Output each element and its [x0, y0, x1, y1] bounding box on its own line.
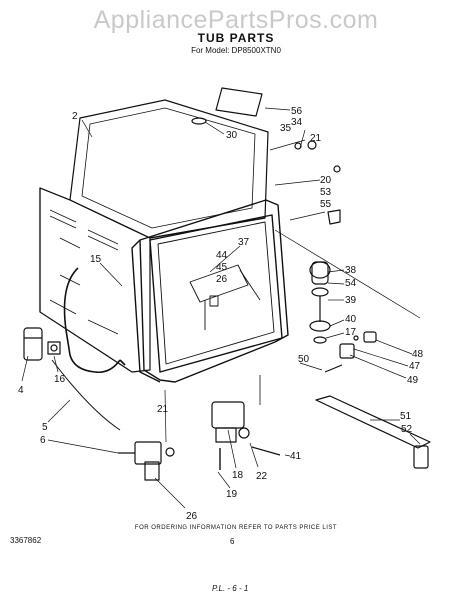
callout-label: 44: [216, 250, 228, 261]
wash-arm-stack: [309, 261, 331, 344]
callout-label: 22: [256, 471, 268, 482]
water-valve-assembly: [118, 441, 175, 481]
right-fittings: [324, 331, 377, 373]
callout-label: 16: [54, 374, 66, 385]
watermark: AppliancePartsPros.com: [93, 6, 379, 34]
callout-label: 26: [216, 274, 228, 285]
callout-label: 2: [72, 111, 78, 122]
callout-label: 37: [238, 237, 250, 248]
model-subtitle: For Model: DP8500XTN0: [191, 46, 281, 55]
callout-label: 54: [345, 278, 357, 289]
callout-label: 35: [280, 123, 292, 134]
mounting-rail: [315, 395, 431, 469]
top-hardware: [191, 87, 341, 225]
callout-label: 21: [157, 404, 169, 415]
callout-label: 26: [186, 511, 198, 522]
callout-label: 17: [345, 327, 357, 338]
callout-label: 21: [310, 133, 322, 144]
callout-label: 40: [345, 314, 357, 325]
callout-label: 5: [42, 422, 48, 433]
diagram-title: TUB PARTS: [197, 31, 275, 45]
callout-label: 50: [298, 354, 310, 365]
tub-outline: [39, 99, 269, 373]
pump-assembly: [211, 401, 281, 456]
valve-bracket: [23, 327, 61, 361]
callout-label: 53: [320, 187, 332, 198]
inner-spray-parts: [189, 264, 261, 330]
document-code: 3367862: [10, 536, 42, 545]
callout-label: 30: [226, 130, 238, 141]
callout-label: 39: [345, 295, 357, 306]
callout-label: 47: [409, 361, 421, 372]
callout-label: 52: [401, 424, 413, 435]
callout-label: 56: [291, 106, 303, 117]
ordering-note: FOR ORDERING INFORMATION REFER TO PARTS …: [134, 525, 338, 531]
callout-label: 38: [345, 265, 357, 276]
callout-label: 20: [320, 175, 332, 186]
callout-label: 48: [412, 349, 424, 360]
door-seal-frame: [131, 199, 289, 383]
callout-label: 45: [216, 262, 228, 273]
callout-label: 6: [40, 435, 46, 446]
page-number: 6: [230, 537, 235, 546]
hose-tube: [63, 267, 121, 374]
callout-label: 19: [226, 489, 238, 500]
callout-label: 49: [407, 375, 419, 386]
callout-label: 18: [232, 470, 244, 481]
callout-label: 4: [18, 385, 24, 396]
callout-label: 34: [291, 117, 303, 128]
page-footer: P.L. - 6 - 1: [212, 584, 249, 593]
callout-label: 15: [90, 254, 102, 265]
callout-label: 51: [400, 411, 412, 422]
callout-label: 41: [290, 451, 302, 462]
callout-label: 55: [320, 199, 332, 210]
